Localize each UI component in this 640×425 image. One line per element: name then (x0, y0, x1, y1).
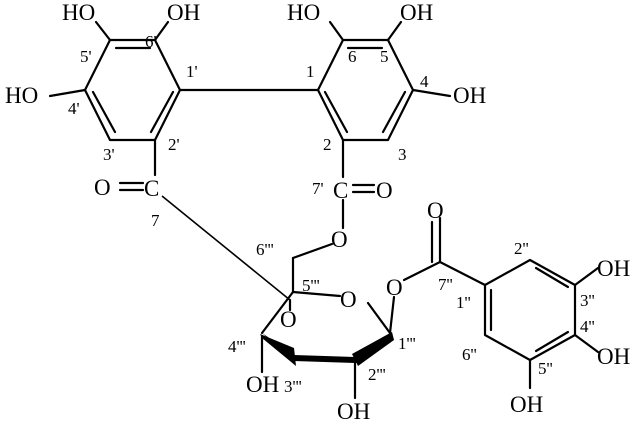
galloyl-carbonyl-oxygen: O (427, 198, 444, 223)
label-4-triple-prime: 4''' (228, 337, 246, 356)
right-ring-oh-top-left: HO (287, 0, 320, 25)
label-3-double-prime: 3'' (580, 291, 595, 310)
galloyl-oh-3: OH (597, 256, 630, 281)
label-1-triple-prime: 1''' (398, 334, 416, 353)
right-carbonyl (291, 138, 376, 294)
label-4-double-prime: 4'' (580, 317, 595, 336)
label-2-triple-prime: 2''' (368, 365, 386, 384)
left-ring-oh-left: HO (5, 83, 38, 108)
label-7-double-prime: 7'' (438, 275, 453, 294)
label-2-prime: 2' (168, 135, 180, 154)
right-ring-oh-right: OH (453, 83, 486, 108)
label-5-triple-prime: 5''' (302, 276, 320, 295)
sugar-oh-left: OH (246, 372, 279, 397)
galloyl-oh-4: OH (597, 344, 630, 369)
anomeric-oxygen: O (386, 275, 403, 300)
label-3-triple-prime: 3''' (284, 377, 302, 396)
left-ring-oh-top-left: HO (62, 0, 95, 25)
label-5-double-prime: 5'' (538, 359, 553, 378)
left-carbonyl-oxygen: O (94, 175, 111, 200)
ester-oxygen: O (331, 227, 348, 252)
label-7: 7 (151, 211, 160, 230)
sugar-ring (260, 290, 396, 400)
label-1-prime: 1' (186, 62, 198, 81)
label-5: 5 (380, 47, 389, 66)
label-7-prime: 7' (312, 179, 324, 198)
left-aromatic-ring (48, 20, 182, 142)
label-1: 1 (306, 62, 315, 81)
label-6-double-prime: 6'' (462, 345, 477, 364)
right-carbonyl-carbon: C (333, 178, 348, 203)
label-6: 6 (348, 47, 357, 66)
left-ring-oh-top-right: OH (167, 0, 200, 25)
right-carbonyl-oxygen: O (376, 178, 393, 203)
right-aromatic-ring (316, 20, 452, 142)
left-carbonyl (118, 138, 291, 301)
galloyl-group (402, 216, 600, 390)
sugar-oh-bottom: OH (337, 399, 370, 424)
label-3: 3 (398, 145, 407, 164)
label-4-prime: 4' (68, 99, 80, 118)
label-6-prime: 6' (145, 32, 157, 51)
label-5-prime: 5' (80, 47, 92, 66)
sugar-o4: O (280, 307, 297, 332)
label-4: 4 (420, 72, 429, 91)
left-carbonyl-carbon: C (144, 176, 159, 201)
label-6-triple-prime: 6''' (256, 240, 274, 259)
label-2: 2 (323, 135, 332, 154)
label-2-double-prime: 2'' (514, 239, 529, 258)
label-1-double-prime: 1'' (456, 293, 471, 312)
galloyl-oh-5: OH (510, 392, 543, 417)
label-3-prime: 3' (103, 145, 115, 164)
sugar-ring-oxygen: O (340, 287, 357, 312)
right-ring-oh-top-right: OH (400, 0, 433, 25)
